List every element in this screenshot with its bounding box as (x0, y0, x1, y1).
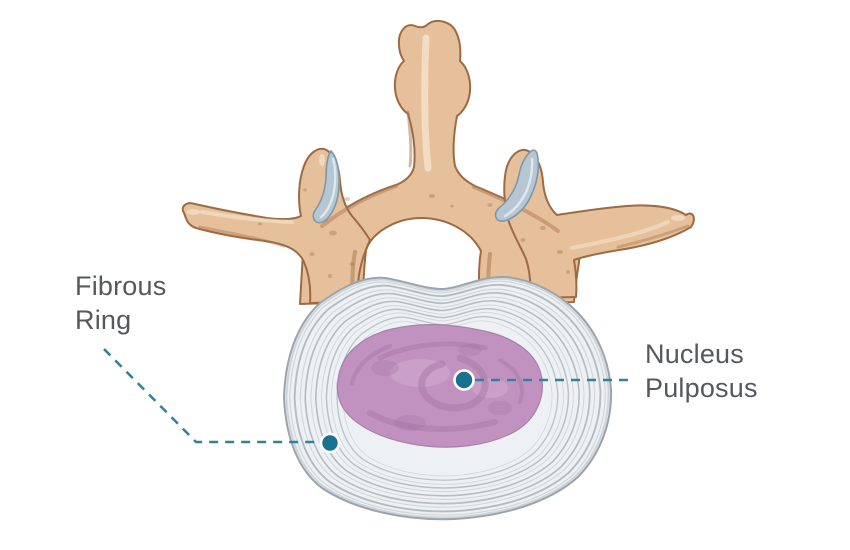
left-articular-cartilage (312, 149, 340, 224)
right-articular-cartilage (494, 149, 540, 222)
nucleus-pulposus-region (336, 324, 543, 448)
nucleus-pulposus-label: Nucleus Pulposus (645, 337, 758, 405)
bone-highlight (200, 210, 294, 224)
fibrous-ring-label: Fibrous Ring (75, 269, 166, 337)
nucleus-pulposus-label-line2: Pulposus (645, 373, 758, 403)
nucleus-pulposus-label-line1: Nucleus (645, 339, 744, 369)
bone-shading (320, 184, 398, 228)
fibrous-ring-label-line2: Ring (75, 305, 132, 335)
bone-texture-spots (257, 188, 570, 278)
bone-highlight (319, 154, 325, 166)
vertebra-bone (181, 19, 695, 307)
fibrous-ring-label-line1: Fibrous (75, 271, 167, 301)
fibrous-ring-leader-line (103, 348, 320, 444)
right-cartilage-highlight (503, 157, 534, 218)
bone-highlight (186, 209, 200, 215)
bone-shading (406, 110, 413, 168)
left-transverse-process (181, 147, 371, 304)
bone-shading (616, 224, 690, 249)
left-cartilage-highlight (319, 157, 337, 219)
bone-highlight (421, 34, 432, 172)
fibrous-ring-marker-dot (319, 432, 341, 454)
bone-highlight (671, 215, 685, 221)
bone-shading (198, 225, 286, 248)
bone-highlight (570, 220, 670, 250)
nucleus-pulposus-marker-dot (453, 369, 475, 391)
spinous-process-and-arch (299, 19, 581, 307)
